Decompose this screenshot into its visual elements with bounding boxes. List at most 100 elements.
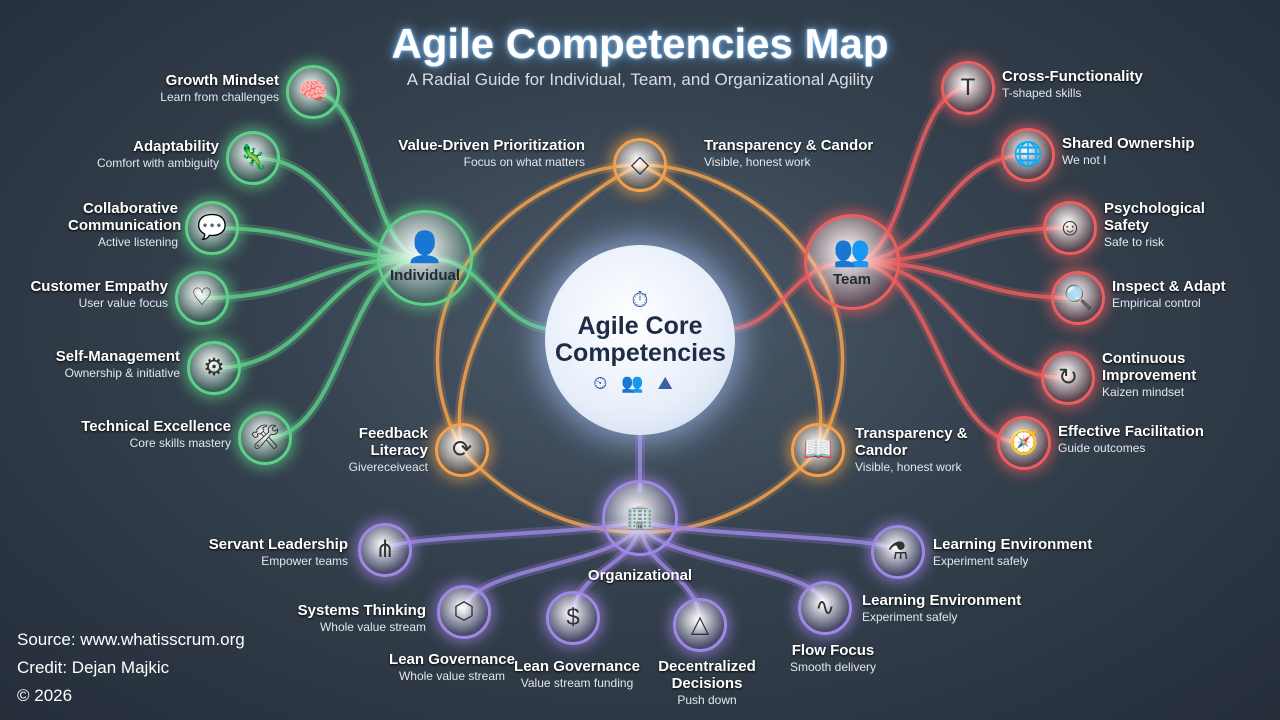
individual-node-5[interactable]: 🛠 (238, 411, 292, 465)
individual-1-subtitle: Comfort with ambiguity (96, 156, 219, 170)
org-node-1[interactable]: ⬡ (437, 585, 491, 639)
shared-1-subtitle: Visible, honest work (704, 155, 811, 169)
building-gear-icon: 🏢 (625, 504, 655, 531)
shared-node-2[interactable]: ⟳ (435, 423, 489, 477)
individual-node-1[interactable]: 🦎 (226, 131, 280, 185)
individual-3-title: Customer Empathy (30, 278, 168, 295)
core-competencies-hub[interactable]: ⏱ Agile Core Competencies ⏲👥⛰ (545, 245, 735, 435)
org-node-5[interactable]: ⚗ (871, 525, 925, 579)
shared-3-subtitle: Visible, honest work (855, 460, 962, 474)
team-4-subtitle: Kaizen mindset (1102, 385, 1185, 399)
globe-hands-icon: 🌐 (1013, 141, 1043, 168)
org-2-title: Lean Governance (389, 651, 515, 668)
shared-node-3[interactable]: 📖 (791, 423, 845, 477)
page-subtitle: A Radial Guide for Individual, Team, and… (406, 70, 874, 89)
magnifier-chart-icon: 🔍 (1063, 284, 1093, 311)
org-4-title: Decentralized Decisions (658, 658, 756, 692)
team-0-subtitle: T-shaped skills (1002, 86, 1082, 100)
team-node-3[interactable]: 🔍 (1051, 271, 1105, 325)
team-1-subtitle: We not I (1062, 153, 1107, 167)
shared-2-title: Feedback Literacy (358, 425, 428, 459)
team-node-5[interactable]: 🧭 (997, 416, 1051, 470)
individual-hub[interactable]: 👤Individual (377, 210, 473, 306)
individual-2-title: Collaborative Communication (68, 200, 182, 234)
org-1-title: Systems Thinking (297, 602, 426, 619)
org-4-subtitle: Push down (677, 693, 737, 707)
page-title: Agile Competencies Map (391, 20, 889, 67)
individual-node-4[interactable]: ⚙ (187, 341, 241, 395)
chat-bubbles-icon: 💬 (197, 214, 227, 241)
credits: Source: www.whatisscrum.org Credit: Deja… (17, 626, 245, 710)
team-0-title: Cross-Functionality (1002, 68, 1143, 85)
hierarchy-icon: ⋔ (374, 536, 396, 563)
team-hub[interactable]: 👥Team (804, 214, 900, 310)
individual-node-3[interactable]: ♡ (175, 271, 229, 325)
chameleon-icon: 🦎 (238, 144, 268, 171)
org-2-subtitle: Whole value stream (398, 669, 506, 683)
flask-icon: ⚗ (887, 538, 909, 565)
org-0-title: Servant Leadership (208, 536, 348, 553)
org-0-subtitle: Empower teams (261, 554, 348, 568)
org-3-title: Lean Governance (514, 658, 640, 675)
t-shape-tools-icon: T (960, 74, 976, 101)
team-1-title: Shared Ownership (1062, 135, 1195, 152)
organizational-hub[interactable]: 🏢 (602, 480, 678, 556)
shared-0-subtitle: Focus on what matters (463, 155, 585, 169)
connector-line (457, 163, 642, 452)
individual-4-subtitle: Ownership & initiative (64, 366, 180, 380)
feedback-cycle-icon: ⟳ (451, 436, 473, 463)
stopwatch-icon: ⏱ (631, 286, 649, 312)
org-node-4[interactable]: △ (673, 598, 727, 652)
team-node-0[interactable]: T (941, 61, 995, 115)
org-node-7[interactable]: ∿ (798, 581, 852, 635)
individual-0-subtitle: Learn from challenges (160, 90, 279, 104)
brain-icon: 🧠 (298, 78, 328, 105)
network-icon: ⬡ (453, 598, 475, 625)
shared-node-0[interactable]: ◇ (613, 138, 667, 192)
org-node-3[interactable]: $ (546, 591, 600, 645)
compass-icon: 🧭 (1009, 429, 1039, 456)
credit-copyright: © 2026 (17, 686, 73, 705)
individual-5-subtitle: Core skills mastery (129, 436, 231, 450)
individual-4-title: Self-Management (55, 348, 180, 365)
individual-node-2[interactable]: 💬 (185, 201, 239, 255)
credit-author: Credit: Dejan Majkic (17, 658, 170, 677)
individual-node-0[interactable]: 🧠 (286, 65, 340, 119)
individual-0-title: Growth Mindset (165, 72, 279, 89)
org-3-subtitle: Value stream funding (520, 676, 634, 690)
individual-hub-label: Individual (389, 266, 460, 284)
diamond-icon: ◇ (630, 151, 650, 178)
team-3-title: Inspect & Adapt (1112, 278, 1226, 295)
team-node-4[interactable]: ↻ (1041, 351, 1095, 405)
team-icon: 👥 (833, 234, 871, 268)
org-6-subtitle: Experiment safely (862, 610, 958, 624)
team-2-subtitle: Safe to risk (1104, 235, 1165, 249)
team-node-1[interactable]: 🌐 (1001, 128, 1055, 182)
team-node-2[interactable]: ☺ (1043, 201, 1097, 255)
individual-3-subtitle: User value focus (78, 296, 168, 310)
team-2-title: Psychological Safety (1104, 200, 1205, 234)
core-icons: ⏲👥⛰ (593, 372, 687, 393)
org-node-0[interactable]: ⋔ (358, 523, 412, 577)
org-1-subtitle: Whole value stream (319, 620, 426, 634)
credit-source: Source: www.whatisscrum.org (17, 630, 245, 649)
org-7-subtitle: Smooth delivery (789, 660, 877, 674)
user-gear-icon: ⚙ (203, 354, 225, 381)
